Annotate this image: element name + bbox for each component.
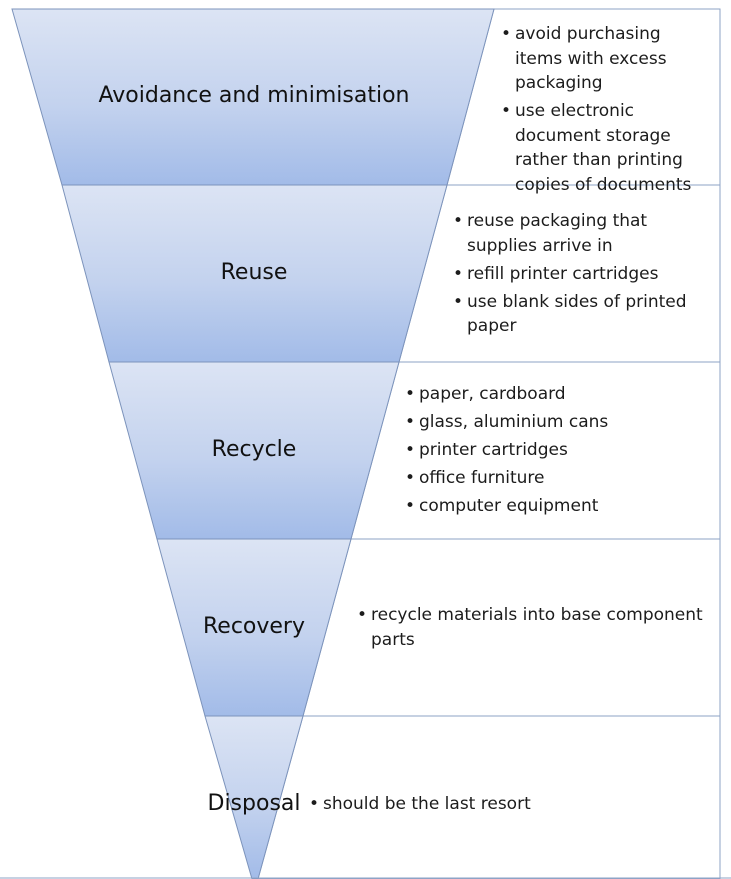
funnel-band-disposal <box>204 715 304 879</box>
bullet-item: glass, aluminium cans <box>405 410 705 435</box>
bullet-item: paper, cardboard <box>405 382 705 407</box>
bullet-list-avoidance: avoid purchasing items with excess packa… <box>501 22 711 201</box>
bullet-item: reuse packaging that supplies arrive in <box>453 209 715 258</box>
bullet-item: office furniture <box>405 466 705 491</box>
level-label-disposal: Disposal <box>207 791 301 816</box>
level-label-recovery: Recovery <box>202 614 305 639</box>
bullet-item: recycle materials into base component pa… <box>357 603 707 652</box>
bullet-list-disposal: should be the last resort <box>309 792 709 820</box>
funnel <box>11 8 495 879</box>
bullet-list-recovery: recycle materials into base component pa… <box>357 603 707 656</box>
bullet-item: should be the last resort <box>309 792 709 817</box>
bullet-item: computer equipment <box>405 494 705 519</box>
bullet-item: use electronic document storage rather t… <box>501 99 711 197</box>
bullet-item: avoid purchasing items with excess packa… <box>501 22 711 96</box>
bullet-item: use blank sides of printed paper <box>453 290 715 339</box>
bullet-list-recycle: paper, cardboard glass, aluminium cans p… <box>405 382 705 522</box>
bullet-item: printer cartridges <box>405 438 705 463</box>
bullet-list-reuse: reuse packaging that supplies arrive in … <box>453 209 715 342</box>
bullet-item: refill printer cartridges <box>453 262 715 287</box>
level-label-recycle: Recycle <box>211 437 297 462</box>
level-label-reuse: Reuse <box>220 260 288 285</box>
level-label-avoidance: Avoidance and minimisation <box>98 83 410 108</box>
